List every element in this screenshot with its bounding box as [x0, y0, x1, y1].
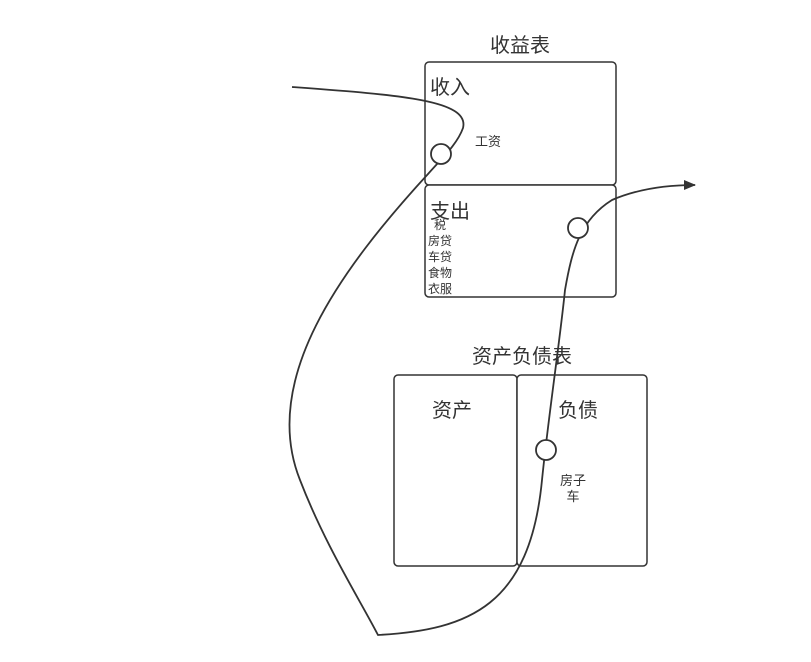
expense-item-car-loan: 车贷 [428, 249, 452, 264]
expense-item-food: 食物 [428, 265, 452, 280]
expense-box [424, 184, 617, 298]
expense-item-clothing: 衣服 [428, 281, 452, 296]
liabilities-heading: 负债 [558, 398, 598, 422]
expense-item-tax: 税 [434, 218, 446, 232]
liabilities-node-circle [535, 439, 557, 461]
expense-heading: 支出 [430, 199, 470, 223]
balance-sheet: 资产负债表 资产 负债 房子 车 [393, 344, 648, 567]
cash-flow-arrow [288, 86, 696, 636]
income-node-circle [430, 143, 452, 165]
cash-flow-curves [288, 86, 696, 636]
income-item-salary: 工资 [475, 135, 501, 150]
flow-nodes [430, 143, 589, 461]
income-heading: 收入 [430, 75, 470, 99]
expense-item-mortgage: 房贷 [428, 233, 452, 248]
income-statement-title: 收益表 [490, 33, 550, 57]
expense-node-circle [567, 217, 589, 239]
assets-heading: 资产 [432, 398, 472, 422]
liabilities-item-house: 房子 [560, 473, 586, 489]
liabilities-item-car: 车 [566, 489, 579, 505]
income-statement: 收益表 收入 工资 支出 税 房贷 车贷 食物 衣服 [424, 33, 617, 298]
